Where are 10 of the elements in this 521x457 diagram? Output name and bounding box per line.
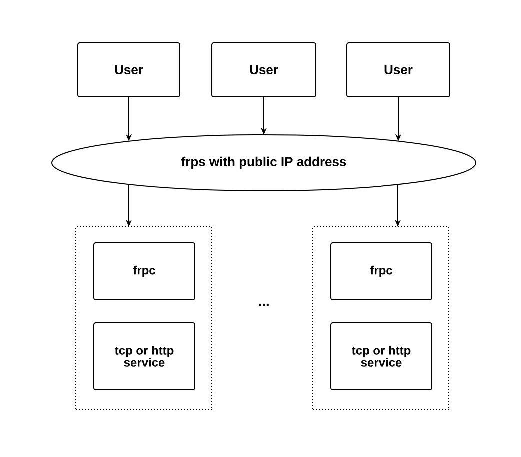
process-box: tcp or http service — [94, 322, 196, 390]
dotted-container — [312, 226, 450, 410]
process-box: User — [346, 42, 450, 98]
process-box: User — [78, 42, 180, 98]
process-box: User — [212, 42, 316, 98]
process-box: frpc — [330, 242, 432, 300]
ellipsis-label: ... — [259, 304, 269, 306]
dotted-container — [76, 226, 212, 410]
process-box: frpc — [94, 242, 196, 300]
process-box: tcp or http service — [330, 322, 432, 390]
